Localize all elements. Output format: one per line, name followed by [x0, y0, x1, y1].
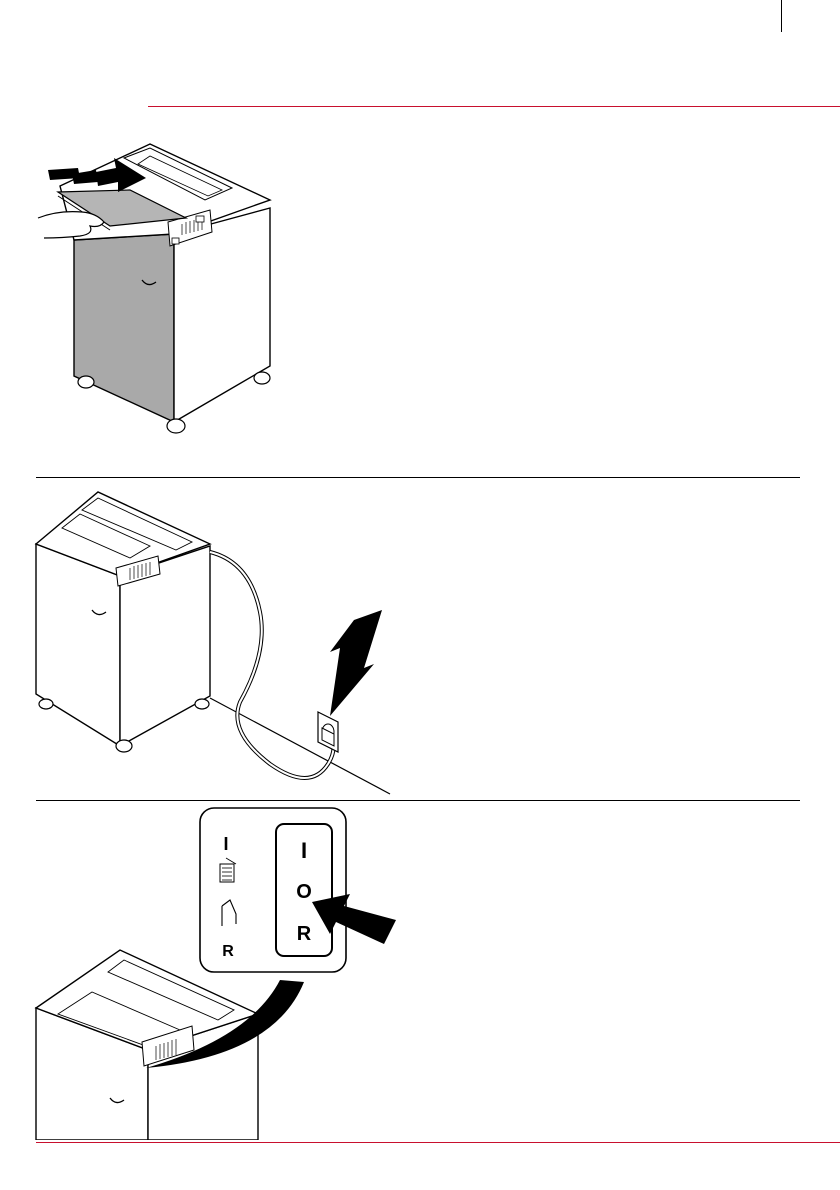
step-plug-in [0, 484, 840, 796]
section-divider-2 [36, 800, 800, 801]
step-switch-on: I R I O R [0, 806, 840, 1140]
section-divider-1 [36, 477, 800, 478]
shredder-feed-illustration [0, 130, 300, 440]
plug-arrow-icon [330, 610, 382, 716]
footer-rule [36, 1142, 840, 1143]
switch-on-label: I [301, 838, 307, 863]
step-feed-paper [0, 130, 840, 440]
switch-off-label: O [296, 881, 312, 903]
crop-mark [781, 0, 782, 32]
switch-reverse-label: R [297, 923, 312, 945]
shredder-plug-illustration [0, 484, 420, 796]
shredder-switch-illustration: I R I O R [0, 806, 420, 1140]
legend-reverse-label: R [222, 943, 234, 960]
header-rule [148, 106, 840, 107]
legend-on-label: I [223, 834, 228, 854]
